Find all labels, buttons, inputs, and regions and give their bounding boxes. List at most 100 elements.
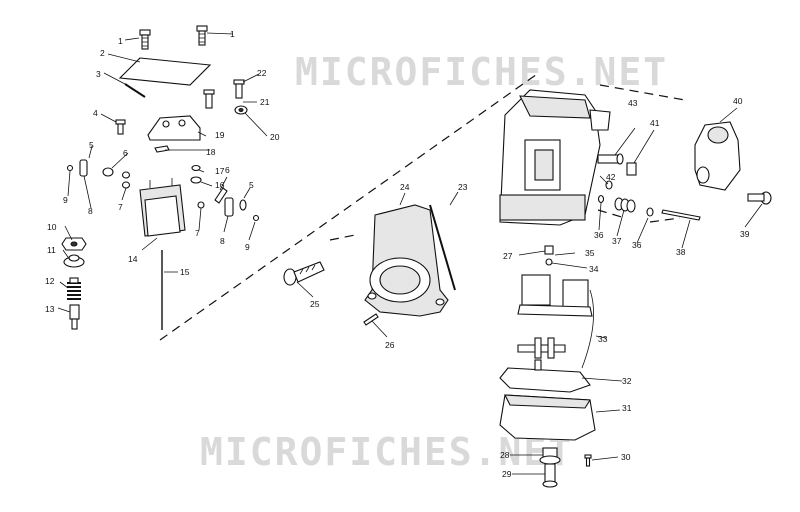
lever-6-right [214,187,228,204]
label-15: 15 [180,267,190,277]
label-34: 34 [589,264,599,274]
o-ring-36-left [597,194,605,204]
float-bowl-31 [499,394,596,441]
label-8-right: 8 [220,236,225,246]
label-23: 23 [458,182,468,192]
clip-9-right [252,214,260,222]
needle-valve [517,337,566,359]
leader-lines [57,32,763,475]
washer-20 [234,105,248,115]
label-36-left: 36 [594,230,604,240]
screw-22 [233,79,245,99]
label-2: 2 [100,48,105,58]
intake-manifold-24 [364,204,449,317]
spring-12 [67,277,81,300]
screw-1-left [139,29,151,50]
label-10: 10 [47,222,57,232]
screw-30 [584,454,592,467]
float-pin-27 [544,245,554,266]
label-16: 16 [215,180,225,190]
screw-1-right [196,25,208,46]
hose-33 [581,289,594,369]
watermark-bottom: MICROFICHES.NET [200,430,573,474]
screw-39 [747,191,772,205]
label-8-left: 8 [88,206,93,216]
gasket-23 [429,204,456,291]
label-5-right: 5 [249,180,254,190]
throttle-slide-14 [139,178,186,237]
screw-4 [115,119,126,135]
bushing-7-left-b [121,181,131,189]
label-1-left: 1 [118,36,123,46]
clip-9-left [66,164,74,172]
label-3: 3 [96,69,101,79]
clip-5-right [239,199,247,211]
label-17: 17 [215,166,225,176]
label-9-right: 9 [245,242,250,252]
label-9-left: 9 [63,195,68,205]
label-14: 14 [128,254,138,264]
jet [534,359,542,371]
throttle-lever-40 [694,121,741,191]
label-36-right: 36 [632,240,642,250]
link-8-left [79,159,88,177]
label-32: 32 [622,376,632,386]
clip-18 [154,145,170,153]
label-19: 19 [215,130,225,140]
label-41: 41 [650,118,660,128]
lever-6-left [102,167,114,177]
label-26: 26 [385,340,395,350]
screw-21 [203,89,215,109]
label-29: 29 [502,469,512,479]
label-5-left: 5 [89,140,94,150]
label-28: 28 [500,450,510,460]
label-25: 25 [310,299,320,309]
drain-plug-28 [539,447,561,488]
pin-38 [661,209,701,221]
label-6-right: 6 [225,165,230,175]
label-18: 18 [206,147,216,157]
part-labels: 1 1 2 3 4 5 6 7 8 9 10 11 12 13 14 15 16… [45,29,750,479]
bushing-7-left-a [121,171,131,179]
label-21: 21 [260,97,270,107]
fitting-43 [597,153,624,165]
label-31: 31 [622,403,632,413]
cover-plate [118,57,212,86]
cap-11 [63,254,85,268]
watermark-top: MICROFICHES.NET [295,50,668,94]
label-12: 12 [45,276,55,286]
pin-26 [363,313,379,326]
nut-10 [61,237,87,251]
assembly-dash-short [329,234,356,241]
label-42: 42 [606,172,616,182]
link-8-right [224,197,234,217]
label-20: 20 [270,132,280,142]
gasket-3 [124,83,146,98]
carburetor-body [499,89,611,226]
spring-37 [614,197,636,213]
label-39: 39 [740,229,750,239]
label-40: 40 [733,96,743,106]
label-6-left: 6 [123,148,128,158]
label-13: 13 [45,304,55,314]
assembly-dash-right [597,209,681,223]
plunger-13 [69,304,80,330]
bushing-7-right [197,201,205,209]
screw-25 [283,261,325,286]
label-35: 35 [585,248,595,258]
float-assembly [517,274,593,317]
label-11: 11 [47,245,56,255]
label-33: 33 [598,334,608,344]
label-38: 38 [676,247,686,257]
bracket-19 [147,115,201,141]
label-7-right: 7 [195,228,200,238]
label-30: 30 [621,452,631,462]
washer-36-right [646,207,654,217]
label-37: 37 [612,236,622,246]
cap-41 [626,162,637,176]
label-7-left: 7 [118,202,123,212]
plug-42 [605,180,613,190]
label-43: 43 [628,98,638,108]
